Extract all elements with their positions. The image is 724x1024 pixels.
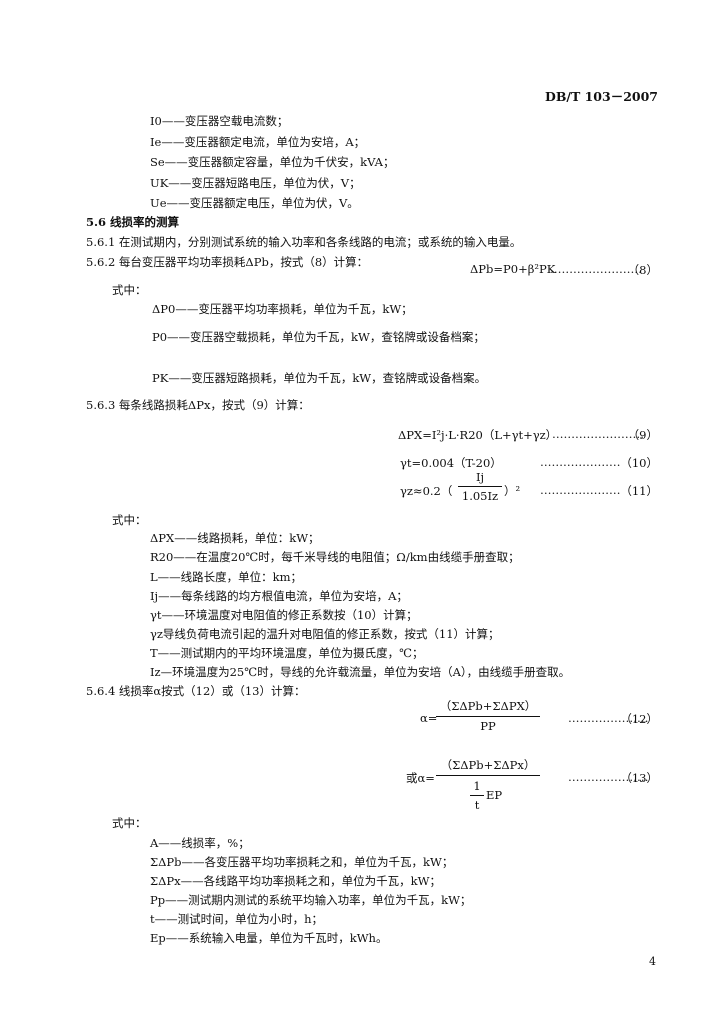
where-label-8: 式中：: [112, 283, 147, 297]
equation-13-inner-fraction: 1 t: [470, 779, 484, 812]
equation-8-number: （8）: [627, 263, 658, 277]
fraction-bar: [458, 486, 502, 487]
def-i0: I0——变压器空载电流数；: [150, 114, 289, 128]
section-5-6-1: 5.6.1 在测试期内，分别测试系统的输入功率和各条线路的电流；或系统的输入电量…: [86, 235, 522, 249]
equation-12-lead: α=: [420, 711, 438, 725]
section-5-6-4: 5.6.4 线损率α按式（12）或（13）计算：: [86, 684, 306, 698]
equation-12-dots: …………………: [568, 711, 649, 725]
def-se: Se——变压器额定容量，单位为千伏安，kVA；: [150, 155, 395, 169]
section-5-6-heading: 5.6 线损率的测算: [86, 215, 180, 229]
equation-11-fraction: Ij 1.05Iz: [458, 470, 502, 503]
def-ue: Ue——变压器额定电压，单位为伏，V。: [150, 196, 359, 210]
page-number: 4: [649, 955, 656, 968]
def-sum-pb: ΣΔPb——各变压器平均功率损耗之和，单位为千瓦，kW；: [150, 855, 454, 869]
def-ij: Ij——每条线路的均方根值电流，单位为安培，A；: [150, 589, 408, 603]
fraction-bar: [436, 775, 540, 776]
equation-12-denominator: PP: [480, 719, 496, 733]
equation-10-dots: …………………: [540, 455, 621, 469]
def-iz: Iz—环境温度为25℃时，导线的允许载流量，单位为安培（A），由线缆手册查取。: [150, 665, 571, 679]
section-5-6-2: 5.6.2 每台变压器平均功率损耗ΔPb，按式（8）计算：: [86, 255, 369, 269]
equation-12-number: （12）: [620, 712, 658, 726]
equation-10-number: （10）: [620, 456, 658, 470]
equation-13-ep: EP: [486, 788, 503, 802]
equation-12-numerator: （ΣΔPb+ΣΔPX）: [439, 699, 537, 713]
where-label-12: 式中：: [112, 816, 147, 830]
equation-13-fraction: （ΣΔPb+ΣΔPx）: [436, 757, 540, 778]
def-pp: Pp——测试期内测试的系统平均输入功率，单位为千瓦，kW；: [150, 893, 472, 907]
def-delta-p0: ΔP0——变压器平均功率损耗，单位为千瓦，kW；: [152, 302, 413, 316]
def-pk: PK——变压器短路损耗，单位为千瓦，kW，查铭牌或设备档案。: [152, 371, 487, 385]
equation-8-dots: ……………………: [550, 262, 642, 276]
equation-10: γt=0.004（T-20）: [400, 456, 502, 470]
equation-11-dots: …………………: [540, 483, 621, 497]
equation-13-inner-denominator: t: [474, 798, 480, 812]
section-5-6-3: 5.6.3 每条线路损耗ΔPx，按式（9）计算：: [86, 398, 310, 412]
equation-11-number: （11）: [620, 484, 658, 498]
equation-11-denominator: 1.05Iz: [461, 489, 499, 503]
document-code: DB/T 103－2007: [544, 89, 658, 104]
equation-9-number: （9）: [627, 428, 658, 442]
def-uk: UK——变压器短路电压，单位为伏，V；: [150, 176, 361, 190]
equation-11-lead: γz≈0.2（: [400, 484, 453, 498]
equation-13-number: （13）: [620, 771, 658, 785]
def-delta-px: ΔPX——线路损耗，单位：kW；: [150, 531, 320, 545]
def-ie: Ie——变压器额定电流，单位为安培，A；: [150, 135, 366, 149]
def-gamma-z: γz导线负荷电流引起的温升对电阻值的修正系数，按式（11）计算；: [150, 627, 500, 641]
equation-9-dots: ……………………: [552, 427, 644, 441]
def-p0: P0——变压器空载损耗，单位为千瓦，kW，查铭牌或设备档案；: [152, 330, 485, 344]
def-gamma-t: γt——环境温度对电阻值的修正系数按（10）计算；: [150, 608, 418, 622]
equation-11-tail: ）²: [504, 484, 521, 498]
def-t: T——测试期内的平均环境温度，单位为摄氏度，℃；: [150, 646, 424, 660]
equation-9: ΔPX=I²j·L·R20（L+γt+γz）: [398, 428, 558, 442]
def-a: A——线损率，%；: [150, 836, 250, 850]
def-r20: R20——在温度20℃时，每千米导线的电阻值；Ω/km由线缆手册查取；: [150, 550, 520, 564]
where-label-9: 式中：: [112, 513, 147, 527]
equation-12-fraction: （ΣΔPb+ΣΔPX） PP: [436, 698, 540, 733]
equation-13-numerator: （ΣΔPb+ΣΔPx）: [440, 758, 536, 772]
equation-13-lead: 或α=: [406, 771, 435, 785]
def-t-time: t——测试时间，单位为小时，h；: [150, 912, 324, 926]
def-ep: Ep——系统输入电量，单位为千瓦时，kWh。: [150, 931, 388, 945]
def-sum-px: ΣΔPx——各线路平均功率损耗之和，单位为千瓦，kW；: [150, 874, 441, 888]
equation-13-dots: …………………: [568, 770, 649, 784]
def-l: L——线路长度，单位：km；: [150, 570, 303, 584]
equation-13-inner-numerator: 1: [473, 779, 481, 793]
equation-11-numerator: Ij: [475, 470, 485, 484]
fraction-bar: [436, 716, 540, 717]
equation-8: ΔPb=P0+β²PK: [470, 262, 556, 276]
fraction-bar: [470, 795, 484, 796]
